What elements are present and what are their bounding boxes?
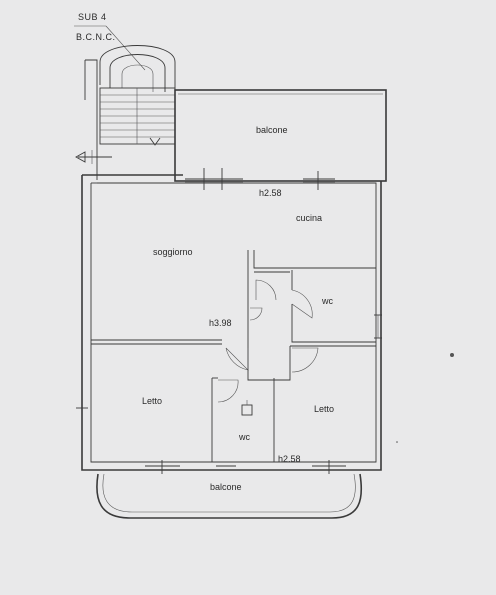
height-top: h2.58 xyxy=(259,188,282,198)
height-living: h3.98 xyxy=(209,318,232,328)
room-wc-right-label: wc xyxy=(321,296,333,306)
room-soggiorno-label: soggiorno xyxy=(153,247,193,257)
door-swing-wc-right xyxy=(291,289,313,319)
balcony-top-label: balcone xyxy=(256,125,288,135)
room-wc-center-label: wc xyxy=(238,432,250,442)
header-leader-line xyxy=(105,25,146,71)
door-swing-small xyxy=(249,307,263,321)
window-bottom-left xyxy=(145,460,180,474)
window-top-right xyxy=(303,171,335,190)
room-cucina-label: cucina xyxy=(296,213,322,223)
window-right xyxy=(374,314,382,339)
window-bottom-right xyxy=(312,460,346,474)
mark-dot xyxy=(450,353,454,357)
room-letto-left-label: Letto xyxy=(142,396,162,406)
balcony-bottom xyxy=(96,473,363,519)
door-swing-living xyxy=(225,347,249,371)
sub-label: SUB 4 xyxy=(78,12,107,22)
stair-side-wall xyxy=(85,59,98,180)
room-letto-right-label: Letto xyxy=(314,404,334,414)
balcony-top xyxy=(174,89,387,182)
interior-walls xyxy=(91,250,376,462)
door-swing-letto-right xyxy=(291,347,319,373)
window-top-left xyxy=(185,168,243,190)
bcnc-label: B.C.N.C. xyxy=(76,32,116,42)
toilet-icon xyxy=(241,404,253,416)
staircase xyxy=(99,45,176,146)
height-bottom: h2.58 xyxy=(278,454,301,464)
balcony-bottom-label: balcone xyxy=(210,482,242,492)
outer-walls xyxy=(81,174,382,471)
entrance-arrow-icon xyxy=(75,150,112,164)
door-swing-corridor-top xyxy=(255,279,277,301)
door-swing-letto-left xyxy=(217,379,239,403)
